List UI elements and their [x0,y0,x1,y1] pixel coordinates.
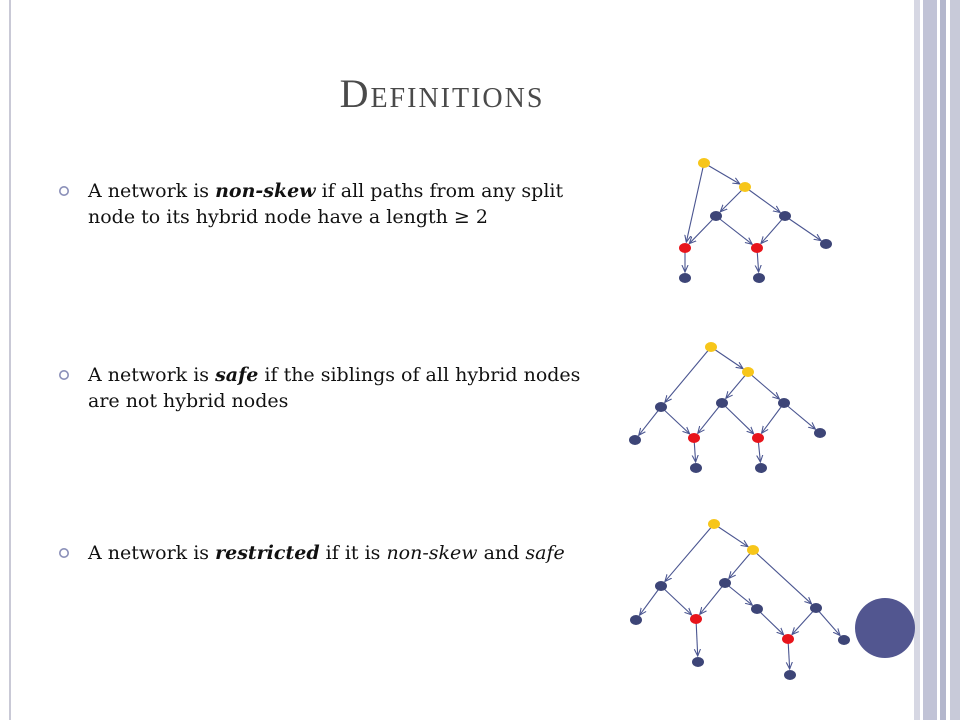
decor-bar [950,0,960,720]
network-edge [784,215,821,241]
hybrid-node [782,634,794,644]
text-run: A network is [88,364,216,386]
network-edge [665,346,712,402]
text-run: if all paths from any split node to its … [88,180,564,228]
right-decorative-bars [914,0,960,720]
network-edge [710,346,743,369]
bullet-ring-icon [59,186,69,196]
hybrid-node [679,243,691,253]
ref-safe: safe [525,542,565,564]
network-edge [788,638,790,669]
network-edge [752,549,812,604]
hybrid-node [688,433,700,443]
network-edge [715,215,752,244]
tree-node [838,635,850,645]
network-edge [747,371,779,399]
tree-node [690,463,702,473]
network-edge [703,162,740,184]
tree-node [778,398,790,408]
network-edge [713,523,748,547]
tree-node [751,604,763,614]
slide-title: Definitions [339,71,545,116]
term-safe: safe [215,364,259,386]
tree-node [679,273,691,283]
split-node [739,182,751,192]
tree-node [820,239,832,249]
network-edge [686,162,705,242]
network-edge [724,582,752,605]
network-edge [721,402,754,434]
network-edge [640,585,662,615]
network-edge [660,406,690,434]
decor-bar [914,0,920,720]
split-node [698,158,710,168]
term-non-skew: non-skew [215,180,316,202]
tree-node [784,670,796,680]
network-edge [726,371,749,398]
tree-node [753,273,765,283]
network-edge [660,585,692,615]
network-edge [762,402,785,433]
bullet-text: A network is restricted if it is non-ske… [88,540,598,566]
tree-node [716,398,728,408]
hybrid-node [690,614,702,624]
network-edge [720,186,746,212]
network-edge [815,607,840,635]
text-run: A network is [88,542,216,564]
split-node [705,342,717,352]
text-run: if it is [319,542,387,564]
split-node [708,519,720,529]
network-edge [792,607,817,635]
network-edge [729,549,754,578]
hybrid-node [751,243,763,253]
term-restricted: restricted [215,542,320,564]
hybrid-node [752,433,764,443]
split-node [742,367,754,377]
bullet-ring-icon [59,370,69,380]
decor-bar [923,0,937,720]
text-run: and [477,542,526,564]
left-border-line [9,0,11,720]
ref-non-skew: non-skew [386,542,478,564]
network-edge [756,608,784,635]
bullet-ring-icon [59,548,69,558]
network-edge [665,523,715,581]
bullet-text: A network is safe if the siblings of all… [88,362,598,414]
tree-node [710,211,722,221]
tree-node [719,578,731,588]
text-run: if the siblings of all hybrid nodes are … [88,364,581,412]
tree-node [810,603,822,613]
bullet-text: A network is non-skew if all paths from … [88,178,598,230]
tree-node [755,463,767,473]
tree-node [814,428,826,438]
network-edge [689,215,717,244]
tree-node [692,657,704,667]
decor-bar [940,0,946,720]
tree-node [629,435,641,445]
network-edge [698,402,723,433]
tree-node [655,402,667,412]
network-edge [783,402,815,429]
network-edge [639,406,662,435]
network-edge [696,618,698,656]
accent-circle [855,598,915,658]
network-edge [700,582,726,614]
split-node [747,545,759,555]
network-edge [761,215,786,243]
tree-node [779,211,791,221]
text-run: A network is [88,180,216,202]
network-edge [744,186,780,212]
tree-node [655,581,667,591]
tree-node [630,615,642,625]
